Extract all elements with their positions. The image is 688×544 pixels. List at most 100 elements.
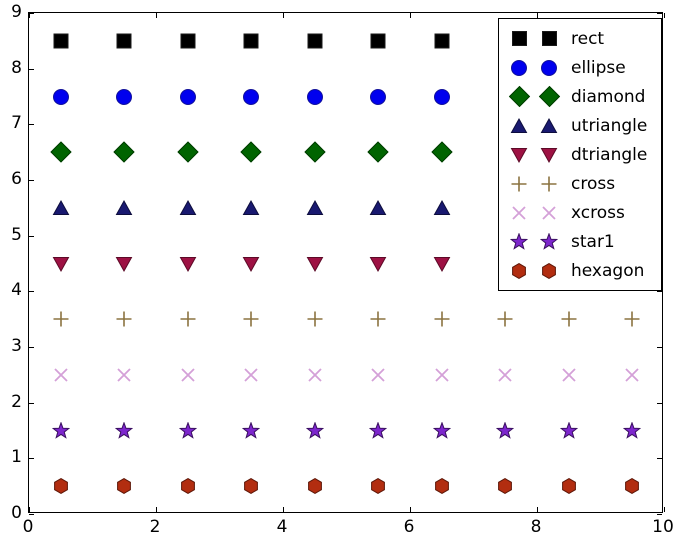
legend-item-xcross[interactable]: xcross bbox=[504, 198, 654, 227]
x-tick-label: 8 bbox=[530, 517, 542, 537]
datapoint-rect bbox=[53, 33, 69, 49]
datapoint-xcross bbox=[623, 366, 641, 384]
datapoint-rect bbox=[243, 33, 259, 49]
marker-xcross bbox=[510, 204, 528, 222]
y-tick bbox=[657, 514, 662, 515]
datapoint-diamond bbox=[50, 141, 72, 163]
legend-item-cross[interactable]: cross bbox=[504, 169, 654, 198]
datapoint-star1 bbox=[242, 420, 261, 440]
datapoint-xcross bbox=[115, 366, 133, 384]
dtriangle-glyph bbox=[52, 256, 70, 272]
legend-sample-utriangle bbox=[534, 115, 564, 137]
dtriangle-glyph bbox=[510, 147, 528, 163]
hexagon-glyph bbox=[117, 478, 132, 495]
hexagon-glyph bbox=[542, 262, 556, 279]
datapoint-rect bbox=[307, 33, 323, 49]
marker-rect bbox=[511, 31, 527, 46]
legend-sample-ellipse bbox=[534, 57, 564, 79]
x-tick bbox=[29, 507, 30, 512]
xcross-glyph bbox=[512, 205, 526, 220]
datapoint-cross bbox=[369, 310, 387, 328]
xcross-glyph bbox=[542, 205, 556, 220]
x-tick bbox=[29, 13, 30, 18]
legend-sample-star1 bbox=[534, 231, 564, 253]
star1-glyph bbox=[369, 420, 388, 439]
datapoint-star1 bbox=[496, 420, 515, 440]
marker-star1 bbox=[509, 231, 529, 251]
utriangle-glyph bbox=[433, 199, 451, 215]
datapoint-cross bbox=[496, 310, 514, 328]
datapoint-hexagon bbox=[306, 477, 324, 495]
y-tick bbox=[657, 291, 662, 293]
hexagon-glyph bbox=[371, 478, 386, 495]
x-tick bbox=[156, 507, 157, 512]
datapoint-star1 bbox=[305, 420, 324, 440]
hexagon-glyph bbox=[625, 478, 640, 495]
xcross-glyph bbox=[244, 368, 258, 382]
datapoint-diamond bbox=[304, 141, 326, 163]
datapoint-cross bbox=[115, 310, 133, 328]
datapoint-hexagon bbox=[115, 477, 133, 495]
datapoint-star1 bbox=[51, 420, 70, 440]
datapoint-hexagon bbox=[242, 477, 260, 495]
y-tick bbox=[29, 291, 34, 293]
legend-item-ellipse[interactable]: ellipse bbox=[504, 53, 654, 82]
y-tick bbox=[657, 347, 662, 348]
cross-glyph bbox=[307, 311, 323, 327]
cross-glyph bbox=[116, 311, 132, 327]
xcross-glyph bbox=[625, 368, 639, 382]
legend-label: cross bbox=[571, 173, 616, 194]
star1-glyph bbox=[509, 231, 529, 250]
datapoint-xcross bbox=[242, 366, 260, 384]
x-tick bbox=[283, 13, 284, 18]
marker-dtriangle bbox=[540, 146, 558, 164]
marker-cross bbox=[510, 175, 528, 193]
legend-item-hexagon[interactable]: hexagon bbox=[504, 256, 654, 285]
star1-glyph bbox=[559, 420, 578, 439]
legend-item-star1[interactable]: star1 bbox=[504, 227, 654, 256]
legend-item-utriangle[interactable]: utriangle bbox=[504, 111, 654, 140]
x-tick bbox=[664, 13, 665, 18]
cross-glyph bbox=[243, 311, 259, 327]
datapoint-diamond bbox=[113, 141, 135, 163]
datapoint-hexagon bbox=[496, 477, 514, 495]
utriangle-glyph bbox=[52, 199, 70, 215]
xcross-glyph bbox=[435, 368, 449, 382]
y-tick bbox=[29, 124, 34, 126]
y-tick bbox=[29, 13, 34, 14]
legend-label: star1 bbox=[571, 231, 615, 252]
marker-hexagon bbox=[540, 262, 558, 280]
datapoint-xcross bbox=[179, 366, 197, 384]
cross-glyph bbox=[434, 311, 450, 327]
xcross-glyph bbox=[562, 368, 576, 382]
star1-glyph bbox=[178, 420, 197, 439]
x-tick-label: 4 bbox=[276, 517, 288, 537]
marker-cross bbox=[540, 175, 558, 193]
cross-glyph bbox=[180, 311, 196, 327]
legend-sample-utriangle bbox=[504, 115, 534, 137]
legend-sample-diamond bbox=[504, 85, 534, 108]
legend-item-dtriangle[interactable]: dtriangle bbox=[504, 140, 654, 169]
datapoint-ellipse bbox=[370, 88, 387, 105]
legend-label: dtriangle bbox=[571, 144, 648, 165]
legend-sample-rect bbox=[534, 28, 564, 50]
legend-sample-dtriangle bbox=[534, 144, 564, 166]
datapoint-star1 bbox=[623, 420, 642, 440]
datapoint-hexagon bbox=[369, 477, 387, 495]
legend-item-diamond[interactable]: diamond bbox=[504, 82, 654, 111]
datapoint-dtriangle bbox=[369, 255, 387, 273]
legend-sample-xcross bbox=[534, 202, 564, 224]
marker-utriangle bbox=[510, 117, 528, 135]
marker-diamond bbox=[508, 85, 530, 108]
xcross-glyph bbox=[371, 368, 385, 382]
legend-item-rect[interactable]: rect bbox=[504, 24, 654, 53]
utriangle-glyph bbox=[540, 117, 558, 133]
datapoint-ellipse bbox=[306, 88, 323, 105]
legend-sample-star1 bbox=[504, 231, 534, 253]
x-tick-label: 6 bbox=[403, 517, 415, 537]
marker-hexagon bbox=[510, 262, 528, 280]
legend-sample-cross bbox=[504, 173, 534, 195]
datapoint-dtriangle bbox=[179, 255, 197, 273]
